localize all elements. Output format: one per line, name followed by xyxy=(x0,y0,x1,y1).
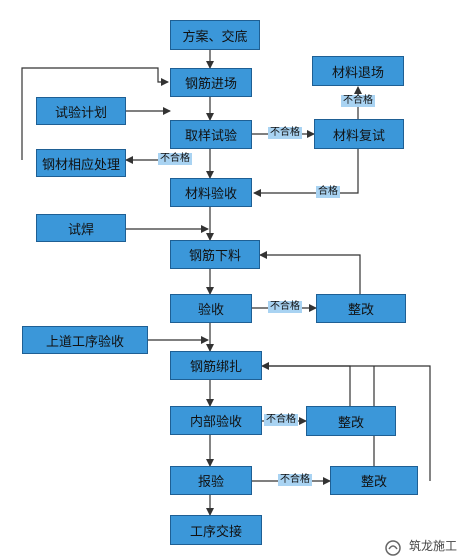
logo-icon xyxy=(385,540,401,556)
box-sampling-test: 取样试验 xyxy=(170,120,252,149)
box-trial-weld: 试焊 xyxy=(36,214,126,242)
box-report-inspection: 报验 xyxy=(170,466,252,495)
box-rectify-2: 整改 xyxy=(306,406,396,436)
box-prev-process: 上道工序验收 xyxy=(22,326,148,354)
label-pass-retest-acceptance: 合格 xyxy=(316,186,340,198)
box-rebar-handling: 钢材相应处理 xyxy=(36,149,126,177)
label-fail-sampling-retest: 不合格 xyxy=(268,127,302,139)
box-rebar-entry: 钢筋进场 xyxy=(170,68,252,97)
label-fail-acc1-rectify: 不合格 xyxy=(268,301,302,313)
arrow-retest-pass-to-acceptance xyxy=(253,149,359,197)
box-plan: 方案、交底 xyxy=(170,20,260,50)
arrow-rectify2-to-binding xyxy=(261,362,351,406)
label-fail-internal-rectify: 不合格 xyxy=(264,414,298,426)
box-rectify-1: 整改 xyxy=(316,294,406,323)
label-fail-report-rectify: 不合格 xyxy=(278,474,312,486)
box-material-acceptance: 材料验收 xyxy=(170,178,252,207)
box-rebar-binding: 钢筋绑扎 xyxy=(170,351,262,380)
label-fail-sampling-handling: 不合格 xyxy=(158,153,192,165)
box-rectify-3: 整改 xyxy=(330,466,418,495)
box-internal-acceptance: 内部验收 xyxy=(170,406,262,435)
watermark-text: 筑龙施工 xyxy=(408,539,457,553)
box-material-return: 材料退场 xyxy=(312,56,404,86)
label-fail-retest-return: 不合格 xyxy=(341,95,375,107)
box-acceptance-1: 验收 xyxy=(170,294,252,323)
arrow-rectify1-to-cutting xyxy=(259,251,361,294)
box-rebar-cutting: 钢筋下料 xyxy=(170,240,260,269)
box-material-retest: 材料复试 xyxy=(314,119,404,149)
box-handover: 工序交接 xyxy=(170,515,262,545)
loop-rectify3-right xyxy=(264,365,431,481)
arrow-handling-to-entry xyxy=(21,67,169,160)
box-test-plan: 试验计划 xyxy=(36,97,126,125)
